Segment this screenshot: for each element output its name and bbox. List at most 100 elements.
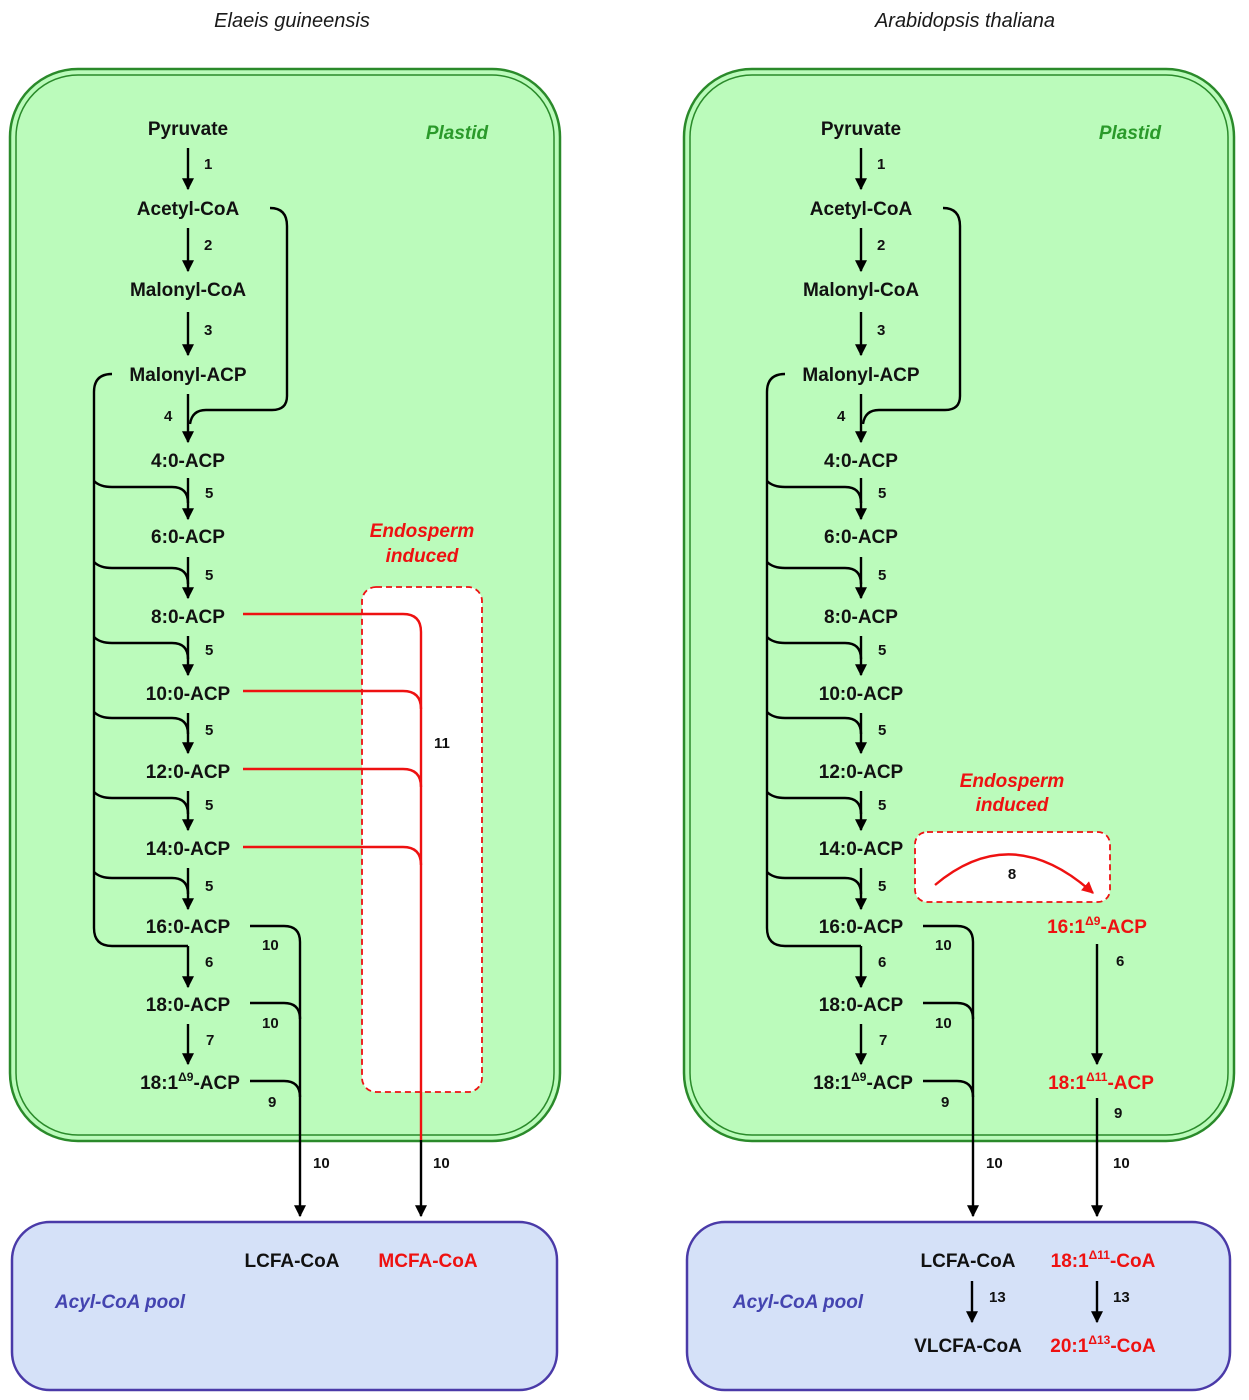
metabolite-6-0-acp: 6:0-ACP [824, 527, 898, 548]
red-branch-12-0 [243, 767, 423, 788]
step-10-label-d: 10 [1113, 1155, 1130, 1172]
step-6-label: 6 [205, 954, 213, 971]
metabolite-16-1-d9-acp: 16:1Δ9-ACP [1047, 914, 1147, 938]
step-2-label: 2 [877, 237, 885, 254]
metabolite-6-0-acp: 6:0-ACP [151, 527, 225, 548]
metabolite-12-0-acp: 12:0-ACP [819, 762, 904, 783]
endosperm-label-line2: induced [976, 795, 1049, 816]
step-4-label: 4 [837, 408, 846, 425]
step-3-label: 3 [204, 322, 212, 339]
panel-arabidopsis: Arabidopsis thaliana Plastid Endosperm i… [682, 10, 1236, 1392]
malonyl-acp-loop [92, 372, 188, 948]
metabolite-lcfa-coa: LCFA-CoA [245, 1251, 340, 1272]
plastid-label: Plastid [1099, 123, 1162, 144]
endosperm-label-line1: Endosperm [960, 771, 1065, 792]
loop-branch-5e [766, 791, 863, 815]
acetyl-coa-bypass [861, 206, 962, 425]
metabolite-18-1-d11-coa: 18:1Δ11-CoA [1051, 1248, 1156, 1272]
acyl-coa-pool-box [10, 1220, 559, 1392]
red-branch-10-0 [243, 689, 423, 710]
step-10-label-a: 10 [262, 937, 279, 954]
metabolite-12-0-acp: 12:0-ACP [146, 762, 231, 783]
step-6-label: 6 [878, 954, 886, 971]
metabolite-lcfa-coa: LCFA-CoA [921, 1251, 1016, 1272]
step-10-label-b: 10 [262, 1015, 279, 1032]
metabolite-18-1-d9-acp: 18:1Δ9-ACP [140, 1070, 240, 1094]
arrow-lcfa-export [923, 924, 979, 1218]
metabolite-4-0-acp: 4:0-ACP [151, 451, 225, 472]
red-branch-8-0 [243, 612, 423, 1140]
arrow-step-8-desaturase [934, 853, 1094, 894]
metabolite-10-0-acp: 10:0-ACP [146, 684, 231, 705]
metabolite-14-0-acp: 14:0-ACP [819, 839, 904, 860]
step-10-label-d: 10 [433, 1155, 450, 1172]
plastid-label: Plastid [426, 123, 489, 144]
step-2-label: 2 [204, 237, 212, 254]
metabolite-acetyl-coa: Acetyl-CoA [810, 199, 913, 220]
step-10-label-c: 10 [313, 1155, 330, 1172]
endosperm-label-line1: Endosperm [370, 521, 475, 542]
endosperm-label-line2: induced [386, 546, 459, 567]
metabolite-8-0-acp: 8:0-ACP [824, 607, 898, 628]
metabolite-18-0-acp: 18:0-ACP [146, 995, 231, 1016]
metabolite-malonyl-coa: Malonyl-CoA [803, 280, 919, 301]
step-9-label-red-branch: 9 [1114, 1105, 1122, 1122]
metabolite-acetyl-coa: Acetyl-CoA [137, 199, 240, 220]
loop-branch-5b [93, 561, 190, 585]
step-13-label-b: 13 [1113, 1289, 1130, 1306]
metabolite-14-0-acp: 14:0-ACP [146, 839, 231, 860]
red-branch-14-0 [243, 845, 423, 866]
step-1-label: 1 [877, 156, 885, 173]
metabolite-18-1-d11-acp: 18:1Δ11-ACP [1048, 1070, 1154, 1094]
metabolite-malonyl-coa: Malonyl-CoA [130, 280, 246, 301]
step-11-label: 11 [434, 735, 450, 752]
loop-branch-5d [93, 711, 190, 735]
metabolite-20-1-d13-coa: 20:1Δ13-CoA [1050, 1333, 1156, 1357]
metabolite-16-0-acp: 16:0-ACP [819, 917, 904, 938]
step-5-label-d: 5 [878, 722, 886, 739]
loop-branch-5b [766, 561, 863, 585]
branch-18-1-acp [923, 1079, 975, 1098]
acetyl-coa-bypass [188, 206, 289, 425]
loop-branch-5e [93, 791, 190, 815]
metabolite-4-0-acp: 4:0-ACP [824, 451, 898, 472]
acyl-coa-pool-box [685, 1220, 1232, 1392]
step-9-label: 9 [268, 1094, 276, 1111]
metabolite-malonyl-acp: Malonyl-ACP [802, 365, 920, 386]
malonyl-acp-loop [765, 372, 861, 948]
metabolite-16-0-acp: 16:0-ACP [146, 917, 231, 938]
step-10-label-c: 10 [986, 1155, 1003, 1172]
step-5-label-b: 5 [878, 567, 886, 584]
step-5-label-e: 5 [205, 797, 213, 814]
species-title: Arabidopsis thaliana [874, 10, 1055, 32]
step-13-label-a: 13 [989, 1289, 1006, 1306]
branch-18-1-acp [250, 1079, 302, 1098]
step-5-label-b: 5 [205, 567, 213, 584]
step-5-label-a: 5 [878, 485, 886, 502]
step-4-label: 4 [164, 408, 173, 425]
step-3-label: 3 [877, 322, 885, 339]
step-7-label: 7 [206, 1032, 214, 1049]
loop-branch-5c [93, 636, 190, 660]
step-5-label-c: 5 [205, 642, 213, 659]
step-5-label-f: 5 [878, 878, 886, 895]
metabolite-18-1-d9-acp: 18:1Δ9-ACP [813, 1070, 913, 1094]
step-5-label-f: 5 [205, 878, 213, 895]
step-1-label: 1 [204, 156, 212, 173]
metabolite-pyruvate: Pyruvate [148, 119, 228, 140]
step-10-label-b: 10 [935, 1015, 952, 1032]
loop-branch-5a [766, 480, 863, 504]
metabolite-vlcfa-coa: VLCFA-CoA [914, 1336, 1022, 1357]
arrow-lcfa-export [250, 924, 306, 1218]
step-5-label-a: 5 [205, 485, 213, 502]
species-title: Elaeis guineensis [214, 10, 370, 32]
loop-branch-5c [766, 636, 863, 660]
loop-branch-5d [766, 711, 863, 735]
metabolite-pyruvate: Pyruvate [821, 119, 901, 140]
step-6-label-red-branch: 6 [1116, 953, 1124, 970]
loop-branch-5a [93, 480, 190, 504]
step-8-label: 8 [1008, 866, 1016, 883]
panel-elaeis: Elaeis guineensis Plastid Endosperm indu… [8, 10, 562, 1392]
metabolite-8-0-acp: 8:0-ACP [151, 607, 225, 628]
